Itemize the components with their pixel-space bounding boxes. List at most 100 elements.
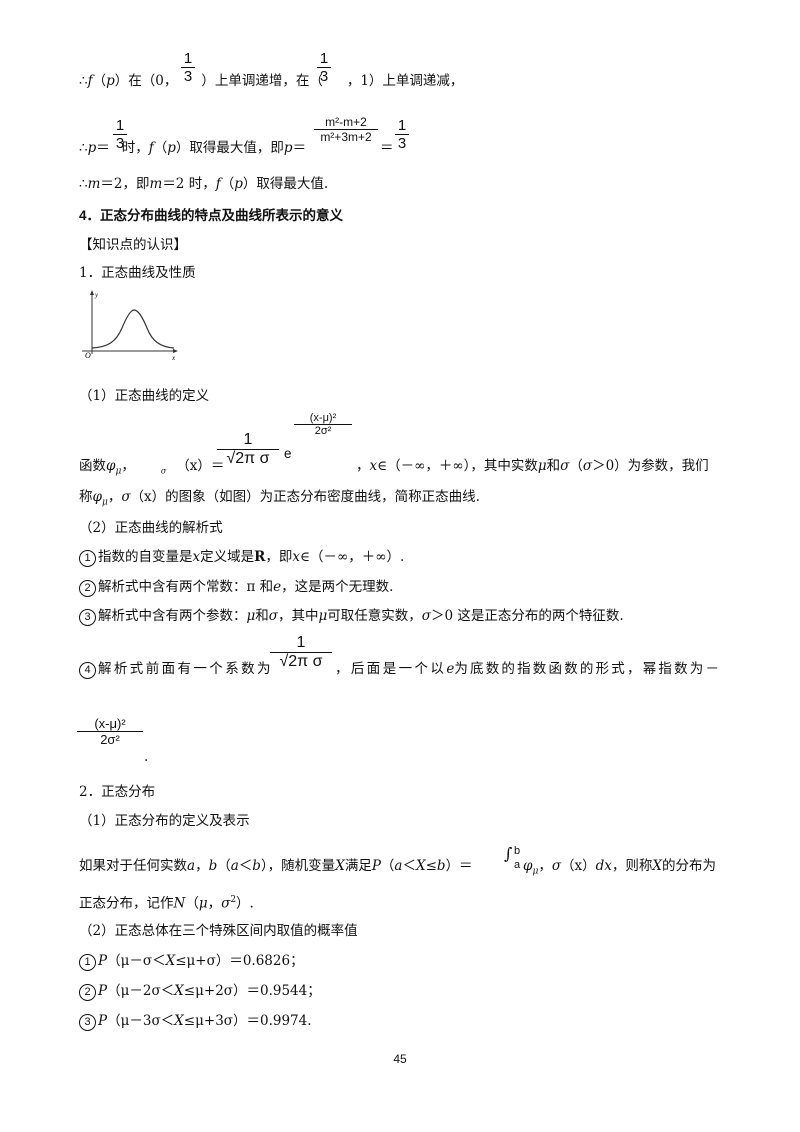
sqrt-2pi: √2π: [226, 450, 256, 467]
text: ，1）上单调递减，: [346, 73, 464, 89]
origin-label: O: [85, 351, 91, 360]
less-than: ＜: [402, 858, 416, 874]
circled-number: 2: [79, 984, 96, 1001]
var-x: x: [292, 549, 300, 565]
text: ，后面是一个以: [335, 661, 447, 677]
paren: （: [217, 858, 231, 874]
text: 为底数的指数函数的形式，幂指数为－: [454, 661, 722, 677]
exponential-e: e: [284, 446, 292, 461]
var-P: P: [98, 1013, 108, 1029]
numerator: 1: [115, 117, 125, 134]
var-p: p: [87, 140, 97, 156]
denominator: 3: [115, 135, 125, 152]
dx: dx: [595, 858, 612, 874]
sigma: σ: [268, 608, 278, 624]
text: ＞0 这是正态分布的两个特征数.: [431, 608, 624, 624]
text: ）上单调递增，在（: [201, 73, 323, 89]
comma: ，: [107, 489, 122, 505]
var-f: f: [148, 140, 154, 156]
text: ）取得最大值.: [242, 176, 329, 192]
exp-numerator: (x-μ)²: [309, 412, 337, 424]
line-monotonic: ∴f（p）在（0，）上单调递增，在（，1）上单调递减，: [79, 72, 463, 90]
function-definition: 函数φμ，σ（x）＝: [79, 457, 224, 481]
var-P: P: [98, 953, 108, 969]
text: ，则称: [611, 858, 653, 874]
circled-number: 4: [79, 662, 96, 679]
text: 正态分布，记作: [79, 895, 174, 912]
text: ，即: [265, 549, 293, 565]
numerator: m²-m+2: [325, 115, 367, 129]
var-m: m: [87, 176, 101, 192]
sigma: σ: [121, 489, 131, 505]
sigma: σ: [582, 458, 593, 474]
section-heading: 4．正态分布曲线的特点及曲线所表示的意义: [79, 208, 344, 223]
exp-numerator: (x-μ)²: [94, 716, 126, 731]
line-max-value: ∴p＝时，f（p）取得最大值，即p＝: [79, 139, 306, 157]
phi: φ: [106, 458, 116, 474]
sigma-sub: σ: [160, 466, 167, 476]
text: ）取得最大值，即: [175, 140, 284, 156]
sqrt-2pi: √2π: [279, 653, 309, 670]
var-X: X: [165, 953, 176, 969]
normal-definition-rest: φμ，σ（x）dx，则称X的分布为: [523, 857, 716, 881]
integral-upper-bound: b: [514, 845, 521, 857]
real-set: R: [254, 549, 266, 565]
period: .: [144, 749, 149, 765]
sigma: σ: [259, 450, 270, 467]
comma: ，: [207, 895, 222, 912]
circled-number: 1: [79, 550, 96, 567]
var-b: b: [252, 858, 261, 874]
mu-sub: μ: [532, 866, 539, 877]
equals: ＝: [380, 140, 394, 156]
numerator: 1: [319, 50, 329, 67]
sigma: σ: [551, 858, 562, 874]
text: ，这是两个无理数.: [281, 579, 394, 595]
sigma: σ: [560, 458, 570, 474]
text: ＞0）为参数，我们: [592, 458, 709, 474]
equals: ＝: [96, 140, 110, 156]
circled-number: 1: [79, 954, 96, 971]
page-number: 45: [393, 1052, 407, 1066]
bell-curve: [91, 309, 175, 349]
normal-notation: 正态分布，记作N（μ，σ2）.: [79, 891, 254, 913]
text: （μ－3σ＜: [107, 1013, 175, 1029]
text: 和: [255, 608, 269, 624]
integral-sign: ∫: [504, 844, 513, 863]
curve-naming: 称φμ，σ（x）的图象（如图）为正态分布密度曲线，简称正态曲线.: [79, 488, 480, 512]
text: 和: [546, 458, 561, 474]
var-b: b: [208, 858, 218, 874]
numerator: 1: [397, 117, 407, 134]
circled-number: 2: [79, 580, 96, 597]
text: ≤μ+2σ）＝0.9544；: [183, 983, 321, 999]
coefficient-fraction: 1 √2π σ: [270, 634, 332, 671]
comma: ，: [121, 458, 135, 474]
property-4-rest: ，后面是一个以e为底数的指数函数的形式，幂指数为－: [335, 660, 721, 678]
function-definition-rest: ，x∈（－∞，＋∞），其中实数μ和σ（σ＞0）为参数，我们: [356, 457, 709, 475]
text: ∈（－∞，＋∞），其中实数: [377, 458, 538, 474]
paren: （: [569, 458, 583, 474]
denominator: 3: [397, 135, 407, 152]
therefore-symbol: ∴: [79, 73, 88, 89]
mu: μ: [198, 895, 208, 912]
var-b: b: [436, 858, 446, 874]
numerator: 1: [296, 634, 306, 651]
text: 称: [79, 489, 93, 505]
definition-title: （1）正态分布的定义及表示: [79, 813, 250, 829]
denominator: m²+3m+2: [320, 130, 372, 144]
paren: （: [380, 858, 395, 874]
text: ≤μ+σ）＝0.6826；: [175, 953, 304, 969]
numerator: 1: [183, 50, 193, 67]
var-p: p: [106, 73, 115, 89]
text: ）.: [236, 895, 254, 912]
numerator: 1: [243, 431, 253, 448]
paren: （: [153, 140, 168, 156]
paren: （: [92, 73, 107, 89]
